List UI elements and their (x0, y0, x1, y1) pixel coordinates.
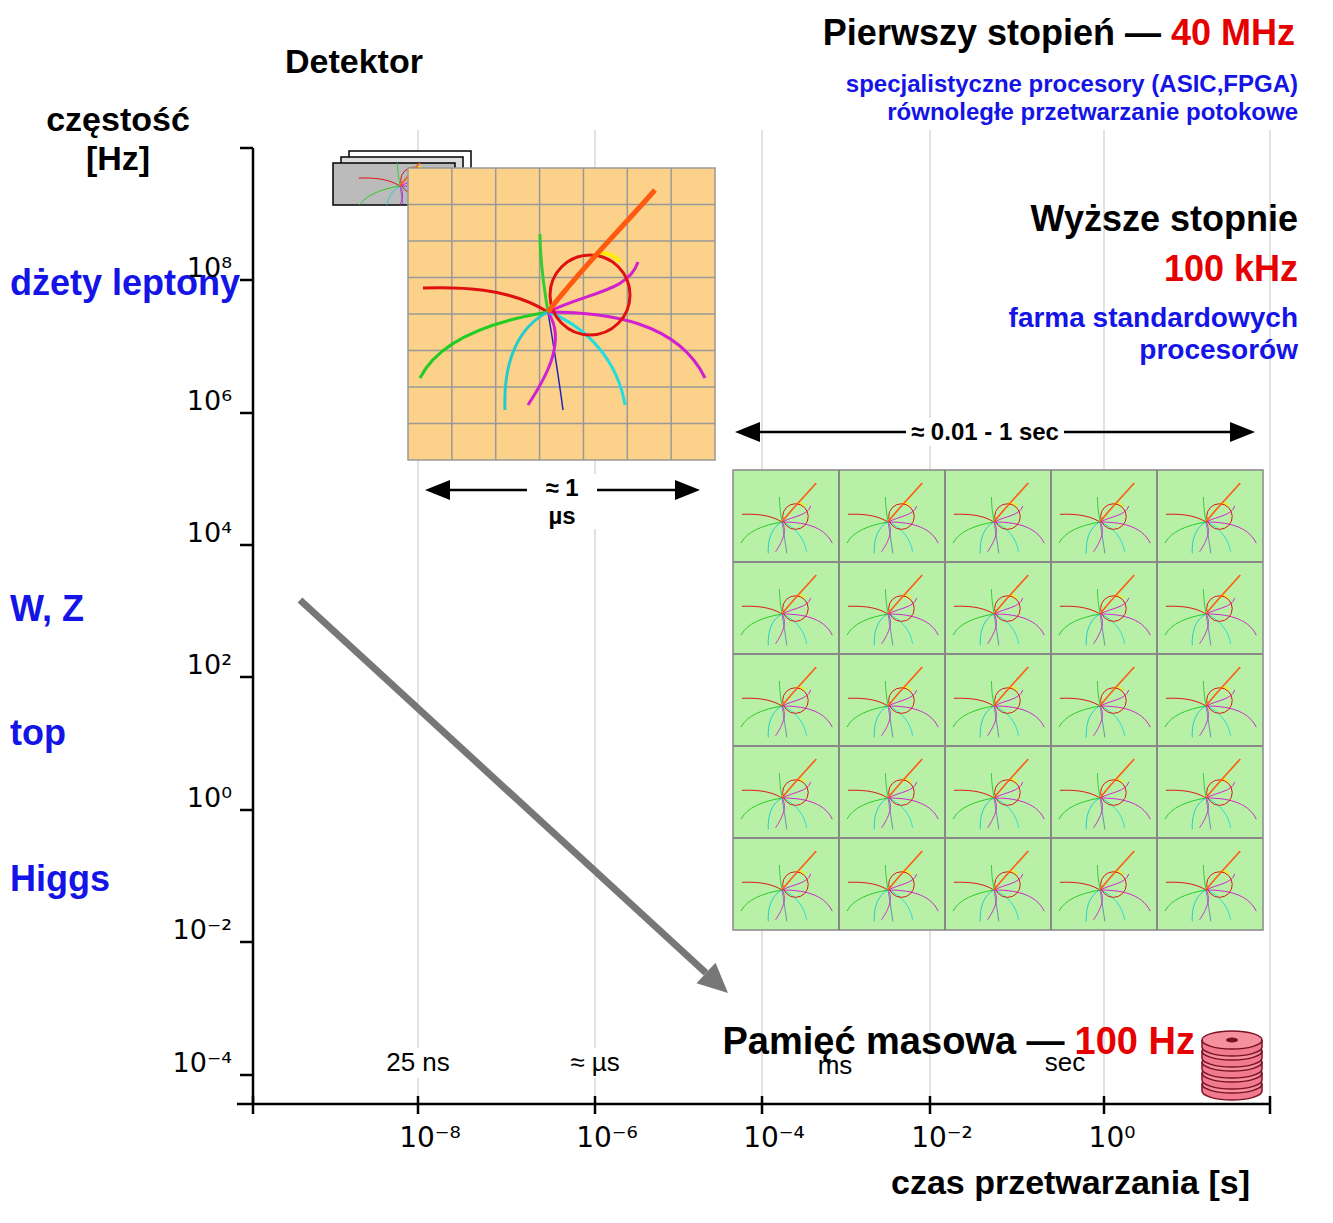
event-thumbnail (1059, 483, 1150, 553)
tick-label: 10⁶ (187, 385, 232, 416)
rate-value: 100 Hz (1075, 1020, 1195, 1064)
rate-value: 100 kHz (1164, 248, 1298, 289)
axis-tick (1269, 1096, 1272, 1114)
tick-label: 10⁻⁸ (399, 1122, 461, 1154)
mass-storage-icon (1202, 1031, 1262, 1100)
event-thumbnail (1059, 759, 1150, 829)
event-thumbnail (953, 851, 1044, 921)
tick-label: 10⁻⁴ (173, 1047, 232, 1078)
stage-note: farma standardowych procesorów (898, 302, 1298, 366)
grid-line (408, 204, 715, 206)
axis-tick (240, 147, 253, 150)
event-thumbnail (1165, 851, 1256, 921)
event-thumbnail (847, 667, 938, 737)
axis-tick (240, 676, 253, 679)
axis-tick (252, 1096, 255, 1114)
grid-line (733, 745, 1263, 747)
stage-title: Pierwszy stopień — (823, 12, 1161, 53)
tick-label: 10⁴ (187, 517, 232, 548)
axis-tick (240, 1074, 253, 1077)
axis-tick (761, 1096, 764, 1114)
axis-tick (1103, 1096, 1106, 1114)
event-thumbnail (847, 851, 938, 921)
axis-tick (240, 544, 253, 547)
grid-line (1050, 470, 1052, 930)
event-thumbnail (953, 759, 1044, 829)
tick-label: 10⁰ (187, 782, 232, 813)
grid-line (408, 277, 715, 279)
axes (237, 148, 1270, 1114)
detector-label: Detektor (285, 42, 423, 81)
event-thumbnail (1165, 575, 1256, 645)
grid-line (733, 653, 1263, 655)
disk-platter (1202, 1031, 1262, 1049)
event-thumbnail (1059, 851, 1150, 921)
event-thumbnail (741, 483, 832, 553)
tick-label: 10² (187, 649, 232, 680)
event-thumbnail (1059, 667, 1150, 737)
rate-value: 40 MHz (1171, 12, 1295, 53)
event-thumbnail (1165, 667, 1256, 737)
process-label: W, Z (10, 588, 84, 629)
grid-line (838, 470, 840, 930)
storage-title: Pamięć masowa — (722, 1020, 1064, 1064)
stage-note: specjalistyczne procesory (ASIC,FPGA) ró… (758, 70, 1298, 125)
axis-title: czas przetwarzania [s] (891, 1163, 1250, 1202)
event-thumbnail (741, 759, 832, 829)
event-thumbnail (847, 483, 938, 553)
grid-line (944, 470, 946, 930)
tick-label: 10⁻⁶ (576, 1122, 638, 1154)
event-thumbnail (847, 759, 938, 829)
event-thumbnail (953, 575, 1044, 645)
stage-title: Wyższe stopnie (1031, 198, 1298, 239)
event-thumbnail (741, 575, 832, 645)
event-thumbnail (953, 483, 1044, 553)
grid-line (408, 423, 715, 425)
event-thumbnail (741, 851, 832, 921)
rate-reduction-arrow (300, 600, 728, 993)
event-thumbnail (1165, 483, 1256, 553)
grid-line (408, 240, 715, 242)
event-thumbnail (741, 667, 832, 737)
disk-hole (1226, 1038, 1238, 1043)
axis-tick (240, 809, 253, 812)
process-label: top (10, 712, 66, 753)
dimension-label: ≈ 0.01 - 1 sec (906, 418, 1064, 446)
process-label: dżety leptony (10, 262, 200, 303)
tick-label: 10⁻⁴ (743, 1122, 805, 1154)
dimension-label: ≈ 1 µs (527, 474, 597, 529)
event-thumbnail (847, 575, 938, 645)
axis-title: częstość [Hz] (13, 100, 223, 178)
grid-line (408, 350, 715, 352)
event-thumbnail (953, 667, 1044, 737)
grid-line (733, 561, 1263, 563)
grid-line (408, 386, 715, 388)
event-thumbnail (1059, 575, 1150, 645)
tick-label: 10⁰ (1089, 1122, 1136, 1154)
grid-line (1156, 470, 1158, 930)
grid-line (733, 837, 1263, 839)
level1-readout (408, 168, 715, 460)
tick-label: 10⁻² (911, 1122, 973, 1154)
axis-tick (240, 412, 253, 415)
event-thumbnail (1165, 759, 1256, 829)
axis-tick (240, 941, 253, 944)
tick-label: 10⁻² (173, 914, 232, 945)
axis-tick (417, 1096, 420, 1114)
tick-label: 10⁸ (187, 252, 232, 283)
axis-tick (594, 1096, 597, 1114)
axis-tick (240, 279, 253, 282)
process-label: Higgs (10, 858, 110, 899)
unit-label: ≈ µs (565, 1048, 624, 1078)
unit-label: 25 ns (381, 1048, 455, 1078)
axis-tick (929, 1096, 932, 1114)
processor-farm (733, 470, 1263, 930)
